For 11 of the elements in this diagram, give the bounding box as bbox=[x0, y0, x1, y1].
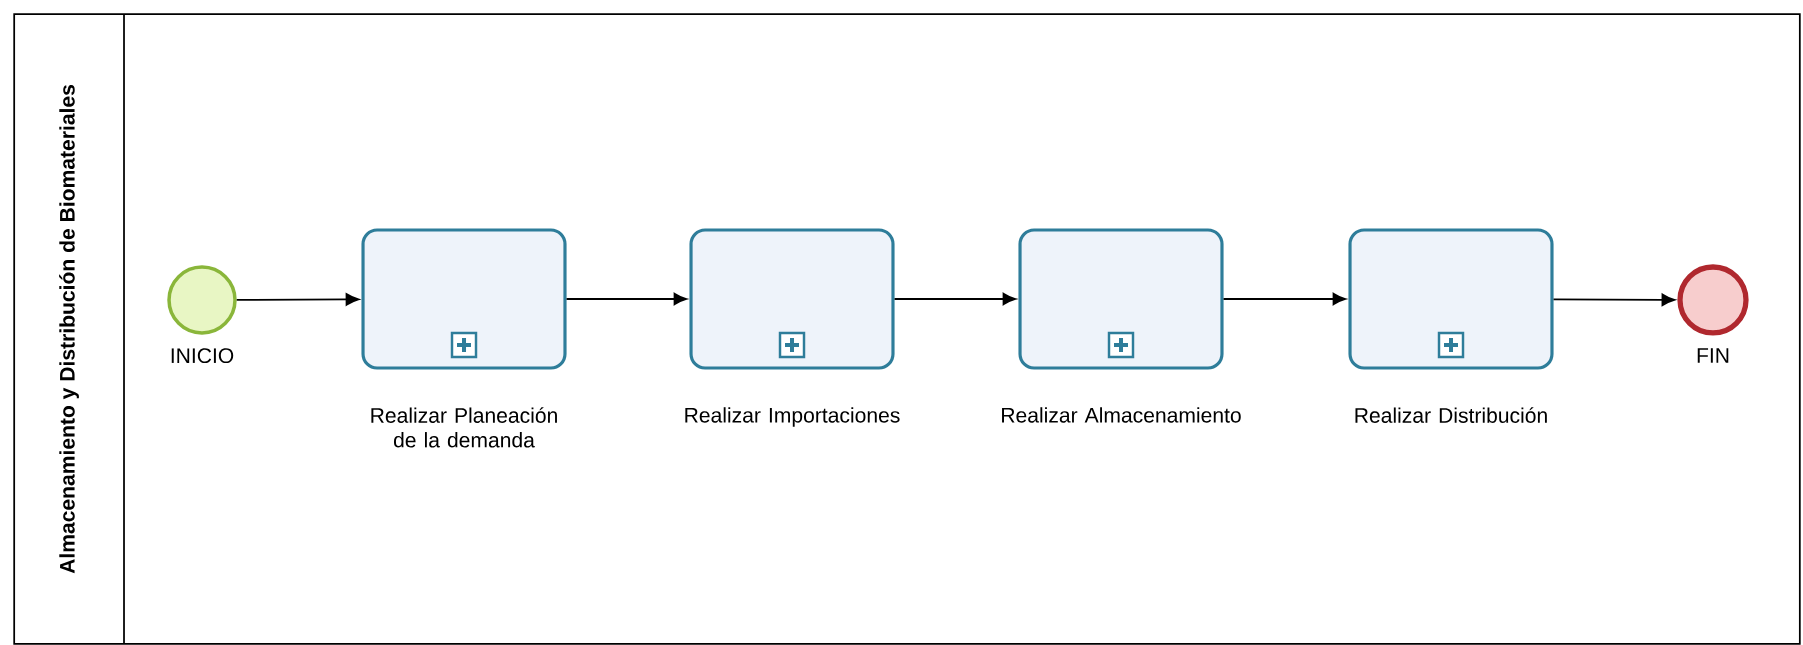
arrow bbox=[1552, 293, 1676, 307]
event-label: FIN bbox=[1697, 348, 1729, 363]
arrow bbox=[235, 293, 360, 306]
arrow bbox=[893, 292, 1017, 306]
task-label: Realizar Distribución bbox=[1355, 407, 1547, 423]
arrow bbox=[1222, 292, 1347, 306]
arrow bbox=[565, 292, 688, 306]
task-label: Realizar Planeación de la demanda bbox=[371, 407, 557, 448]
task-label: Realizar Importaciones bbox=[685, 407, 900, 427]
task-label: Realizar Almacenamiento bbox=[1002, 407, 1241, 423]
event-label: INICIO bbox=[171, 348, 234, 364]
